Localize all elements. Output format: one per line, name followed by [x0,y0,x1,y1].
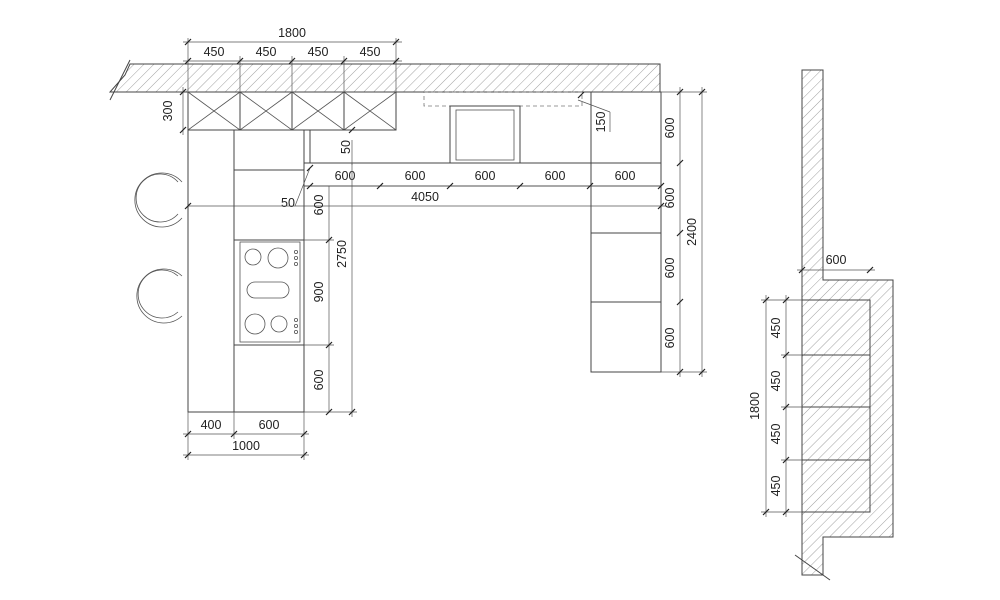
dim-left-depth: 600 [312,195,326,216]
dim-top: 1800 450 450 450 450 [183,26,402,92]
section-depth-label: 600 [826,253,847,267]
dim-right-total: 2400 [685,218,699,246]
dim-counter-seg-4: 600 [545,169,566,183]
dim-left-total: 2750 [335,240,349,268]
hood-and-sink [423,91,583,164]
dim-counter-seg-3: 600 [475,169,496,183]
dim-right-seg-1: 600 [663,118,677,139]
dim-right-seg-3: 600 [663,258,677,279]
hob [239,241,301,343]
section-total-label: 1800 [748,392,762,420]
dim-top-seg-4: 450 [360,45,381,59]
dim-counter: 600 600 600 600 600 4050 [184,169,666,210]
section-wall [794,69,894,581]
dim-top-seg-3: 450 [308,45,329,59]
dim-upper-depth-label: 300 [161,101,175,122]
section-shelves [802,354,870,461]
dim-right-seg-4: 600 [663,328,677,349]
right-run [590,91,662,373]
dim-counter-seg-5: 600 [615,169,636,183]
section-view: 600 1800 450 450 450 450 [748,69,894,581]
dim-right-vertical: 600 600 600 600 2400 [661,87,707,377]
section-seg-1: 450 [769,318,783,339]
dim-left-bottom: 600 [312,370,326,391]
back-wall [108,59,661,101]
dim-top-seg-2: 450 [256,45,277,59]
dim-offset-50-b: 50 [281,196,295,210]
dim-counter-seg-1: 600 [335,169,356,183]
upper-cabinets [187,91,397,131]
dim-counter-total: 4050 [411,190,439,204]
section-dim-vertical: 1800 450 450 450 450 [748,295,802,517]
dim-hood: 150 [577,91,611,133]
dim-bottom: 400 600 1000 [183,412,309,460]
dim-base-width-1: 400 [201,418,222,432]
dim-offset-50-a: 50 [339,140,353,154]
dim-base-total: 1000 [232,439,260,453]
dim-top-seg-1: 450 [204,45,225,59]
dim-top-total: 1800 [278,26,306,40]
dim-counter-seg-2: 600 [405,169,426,183]
dim-hob-length: 900 [312,282,326,303]
left-run [187,129,380,413]
plan-view: 1800 450 450 450 450 300 50 50 150 [108,26,707,460]
dim-base-width-2: 600 [259,418,280,432]
dim-left-vertical: 600 2750 900 600 [304,163,357,417]
section-seg-3: 450 [769,424,783,445]
section-seg-4: 450 [769,476,783,497]
dim-upper-depth: 300 [161,87,187,135]
dim-offsets: 50 50 [281,126,356,210]
section-dim-depth: 600 [797,253,875,274]
dim-right-seg-2: 600 [663,188,677,209]
section-seg-2: 450 [769,371,783,392]
bar-stools [134,172,183,324]
dim-hood-label: 150 [594,112,608,133]
